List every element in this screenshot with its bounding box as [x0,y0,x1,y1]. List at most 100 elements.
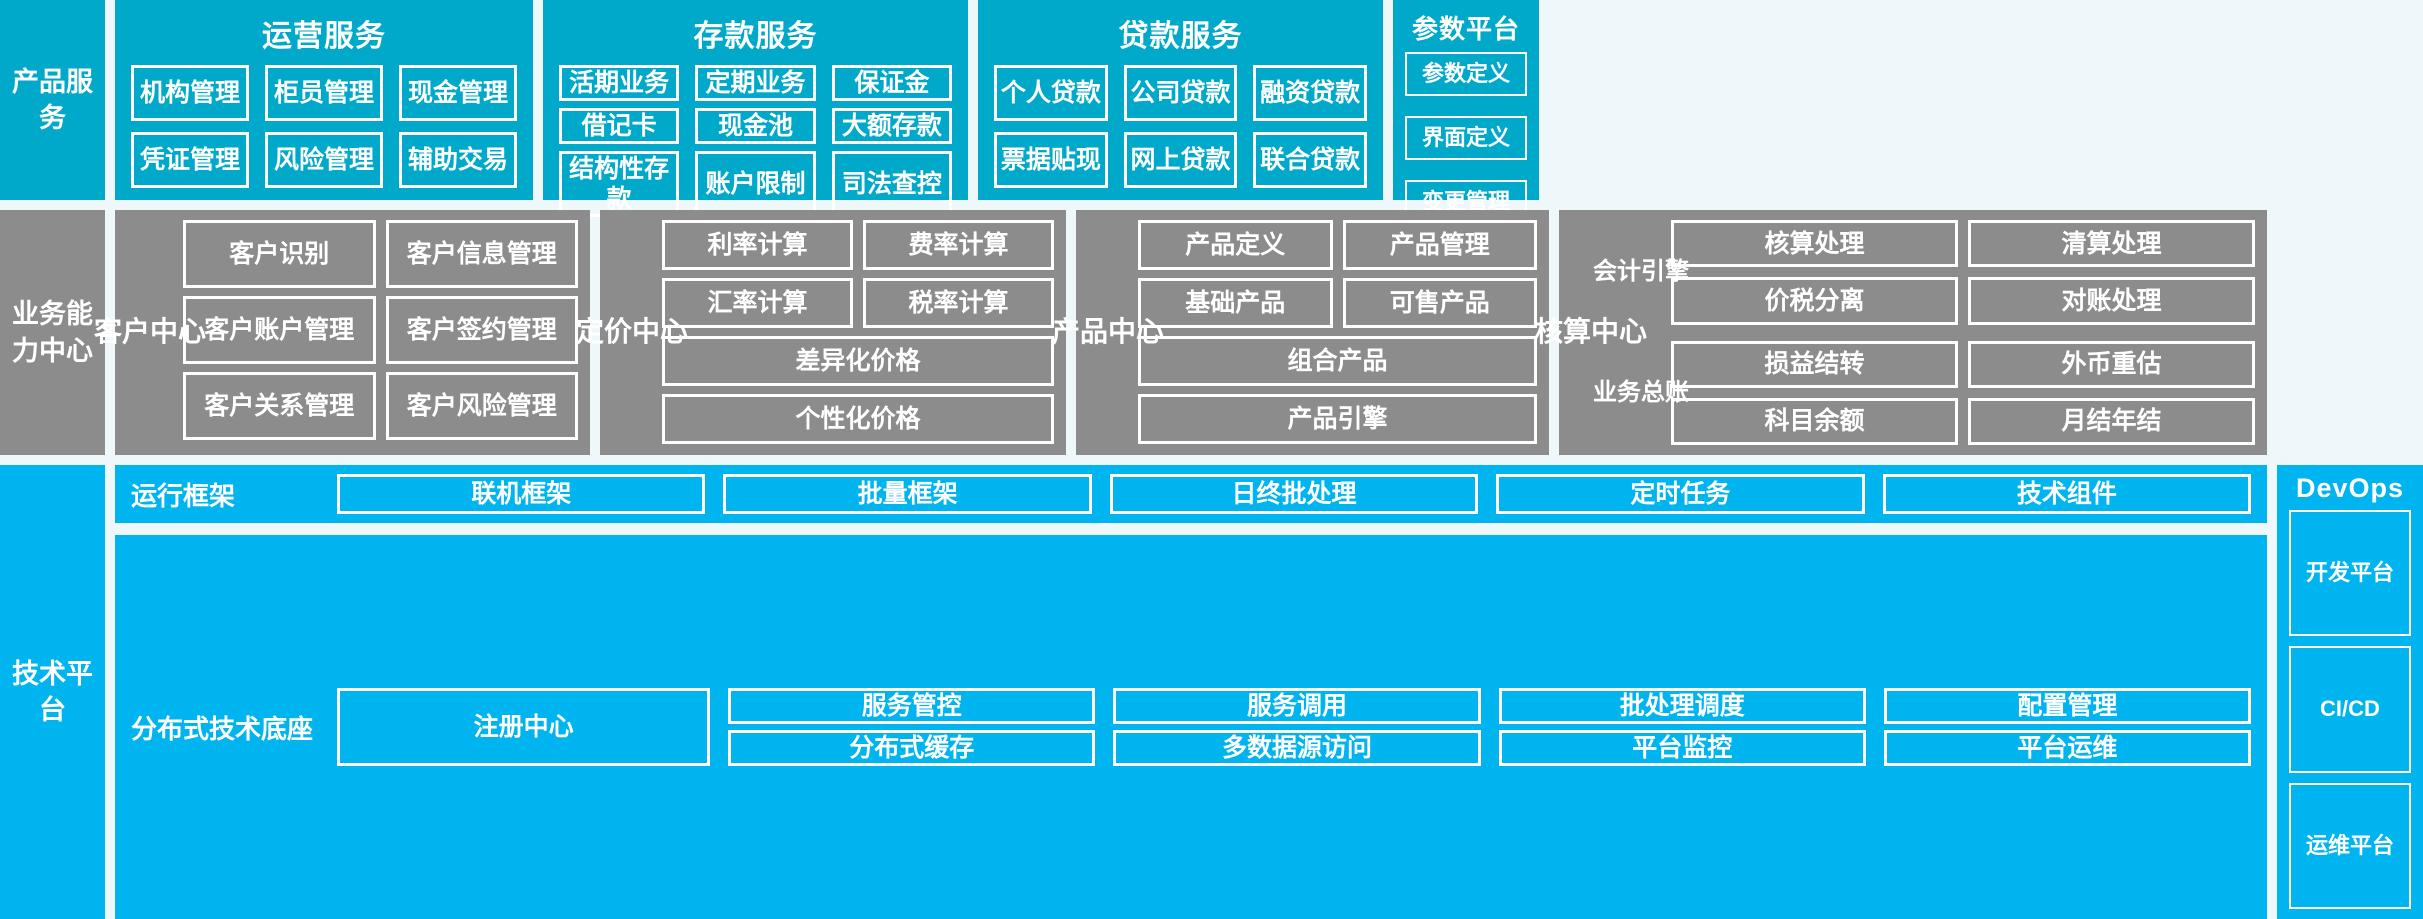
tile-label: 服务调用 [1247,692,1348,720]
tile-label: 服务管控 [861,692,962,720]
tile-label: 机构管理 [139,79,240,107]
tile-product-center[interactable]: 产品定义 [1138,220,1333,270]
tile-product-center-wide[interactable]: 产品引擎 [1138,394,1537,444]
tile-label: 客户风险管理 [406,392,557,420]
tile-distributed-base[interactable]: 分布式缓存 [728,730,1096,766]
tile-operations-service[interactable]: 机构管理 [131,65,249,121]
tile-product-center[interactable]: 可售产品 [1342,278,1537,328]
tile-operations-service[interactable]: 风险管理 [265,132,383,188]
tile-accounting-center[interactable]: 价税分离 [1671,277,1958,325]
tile-label: 定期业务 [705,69,806,97]
tile-loan-service[interactable]: 公司贷款 [1123,65,1238,121]
tile-label: 利率计算 [707,231,808,259]
tile-product-center-wide[interactable]: 组合产品 [1138,336,1537,386]
tile-distributed-base[interactable]: 平台运维 [1883,730,2252,766]
tile-label: 费率计算 [908,231,1009,259]
tile-pricing-center[interactable]: 利率计算 [662,220,853,270]
tile-label: 辅助交易 [407,146,508,174]
tile-label: 客户签约管理 [406,316,557,344]
tile-row: 客户账户管理 客户签约管理 [183,296,578,364]
tile-runtime-framework[interactable]: 联机框架 [337,474,706,514]
tile-label: 现金池 [717,112,793,140]
tile-label: 对账处理 [2061,286,2162,315]
tile-pricing-center-wide[interactable]: 个性化价格 [662,394,1054,444]
tile-deposit-service[interactable]: 现金池 [695,108,816,144]
tile-register-center[interactable]: 注册中心 [337,688,711,766]
tile-accounting-center[interactable]: 清算处理 [1968,220,2255,268]
tile-loan-service[interactable]: 网上贷款 [1123,132,1238,188]
tile-label: 日终批处理 [1231,480,1357,508]
tile-accounting-center[interactable]: 外币重估 [1968,340,2255,388]
tile-product-center[interactable]: 产品管理 [1342,220,1537,270]
tile-grid-loan-services: 个人贷款公司贷款融资贷款票据贴现网上贷款联合贷款 [994,65,1367,188]
tile-deposit-service[interactable]: 结构性存款 [559,151,680,217]
panel-parameter-platform: 参数平台 参数定义界面定义变更管理流程管理参数发布参数对比 [1393,0,1539,416]
tile-loan-service[interactable]: 票据贴现 [994,132,1108,188]
tile-devops[interactable]: 开发平台 [2289,510,2411,637]
tile-parameter-platform[interactable]: 变更管理 [1405,180,1527,224]
tile-runtime-framework[interactable]: 日终批处理 [1109,474,1479,514]
tile-customer-center[interactable]: 客户风险管理 [385,372,578,440]
tile-loan-service[interactable]: 个人贷款 [994,65,1108,121]
tile-deposit-service[interactable]: 定期业务 [695,65,816,101]
accounting-group: 会计引擎核算处理清算处理价税分离对账处理 [1593,220,2255,325]
tile-accounting-center[interactable]: 月结年结 [1968,397,2255,445]
tile-label: 司法查控 [841,170,942,198]
panel-customer-center: 客户中心 客户识别客户信息管理客户账户管理客户签约管理客户关系管理客户风险管理 [94,210,590,455]
tile-runtime-framework[interactable]: 批量框架 [723,474,1092,514]
tile-accounting-center[interactable]: 损益结转 [1671,340,1958,388]
tile-customer-center[interactable]: 客户关系管理 [183,372,376,440]
tile-deposit-service[interactable]: 借记卡 [559,108,680,144]
tile-product-center[interactable]: 基础产品 [1138,278,1333,328]
tile-devops[interactable]: CI/CD [2289,646,2411,773]
tile-deposit-service[interactable]: 账户限制 [695,151,816,217]
tile-deposit-service[interactable]: 活期业务 [559,65,680,101]
tile-pricing-center[interactable]: 税率计算 [863,278,1054,328]
tile-parameter-platform[interactable]: 参数定义 [1405,52,1527,96]
tile-loan-service[interactable]: 融资贷款 [1253,65,1367,121]
tile-operations-service[interactable]: 柜员管理 [265,65,383,121]
tile-deposit-service[interactable]: 大额存款 [831,108,952,144]
layout-spacer [2277,210,2423,455]
tile-runtime-framework[interactable]: 技术组件 [1882,474,2252,514]
tile-parameter-platform[interactable]: 界面定义 [1405,116,1527,160]
tile-label: 可售产品 [1389,289,1490,317]
tile-loan-service[interactable]: 联合贷款 [1253,132,1367,188]
tile-pricing-center-wide[interactable]: 差异化价格 [662,336,1054,386]
tile-distributed-base[interactable]: 配置管理 [1883,688,2252,724]
tile-row: 基础产品 可售产品 [1138,278,1537,328]
tile-runtime-framework[interactable]: 定时任务 [1496,474,1865,514]
tile-operations-service[interactable]: 辅助交易 [399,132,517,188]
tile-label: 开发平台 [2305,559,2394,585]
tile-deposit-service[interactable]: 司法查控 [831,151,952,217]
group-list-accounting-center: 会计引擎核算处理清算处理价税分离对账处理业务总账损益结转外币重估科目余额月结年结 [1593,220,2255,445]
tile-operations-service[interactable]: 现金管理 [399,65,517,121]
tile-customer-center[interactable]: 客户信息管理 [385,220,578,288]
tile-distributed-base[interactable]: 批处理调度 [1498,688,1866,724]
tile-grid-operations-services: 机构管理柜员管理现金管理凭证管理风险管理辅助交易 [131,65,517,188]
tile-label: 汇率计算 [707,289,808,317]
tile-column: 批处理调度平台监控 [1498,688,1866,766]
tile-pricing-center[interactable]: 费率计算 [863,220,1054,270]
tile-label: 活期业务 [569,69,670,97]
tile-operations-service[interactable]: 凭证管理 [131,132,249,188]
tile-accounting-center[interactable]: 核算处理 [1671,220,1958,268]
tile-distributed-base[interactable]: 平台监控 [1498,730,1866,766]
tile-grid: 损益结转外币重估科目余额月结年结 [1671,340,2255,445]
tile-devops[interactable]: 运维平台 [2289,782,2411,909]
tile-label: 批量框架 [857,480,958,508]
tile-customer-center[interactable]: 客户账户管理 [183,296,376,364]
tile-distributed-base[interactable]: 服务管控 [728,688,1096,724]
tile-label: 凭证管理 [139,146,240,174]
tile-accounting-center[interactable]: 对账处理 [1968,277,2255,325]
tile-label: 分布式缓存 [849,734,975,762]
tile-accounting-center[interactable]: 科目余额 [1671,397,1958,445]
tile-distributed-base[interactable]: 多数据源访问 [1113,730,1481,766]
tile-customer-center[interactable]: 客户识别 [183,220,376,288]
tile-distributed-base[interactable]: 服务调用 [1113,688,1481,724]
tile-deposit-service[interactable]: 保证金 [831,65,952,101]
tile-pricing-center[interactable]: 汇率计算 [662,278,853,328]
tile-customer-center[interactable]: 客户签约管理 [385,296,578,364]
tile-label: 公司贷款 [1130,79,1231,107]
tile-grid-deposit-services: 活期业务 定期业务保证金借记卡 现金池 大额存款结构性存款账户限制司法查控 [559,65,952,217]
